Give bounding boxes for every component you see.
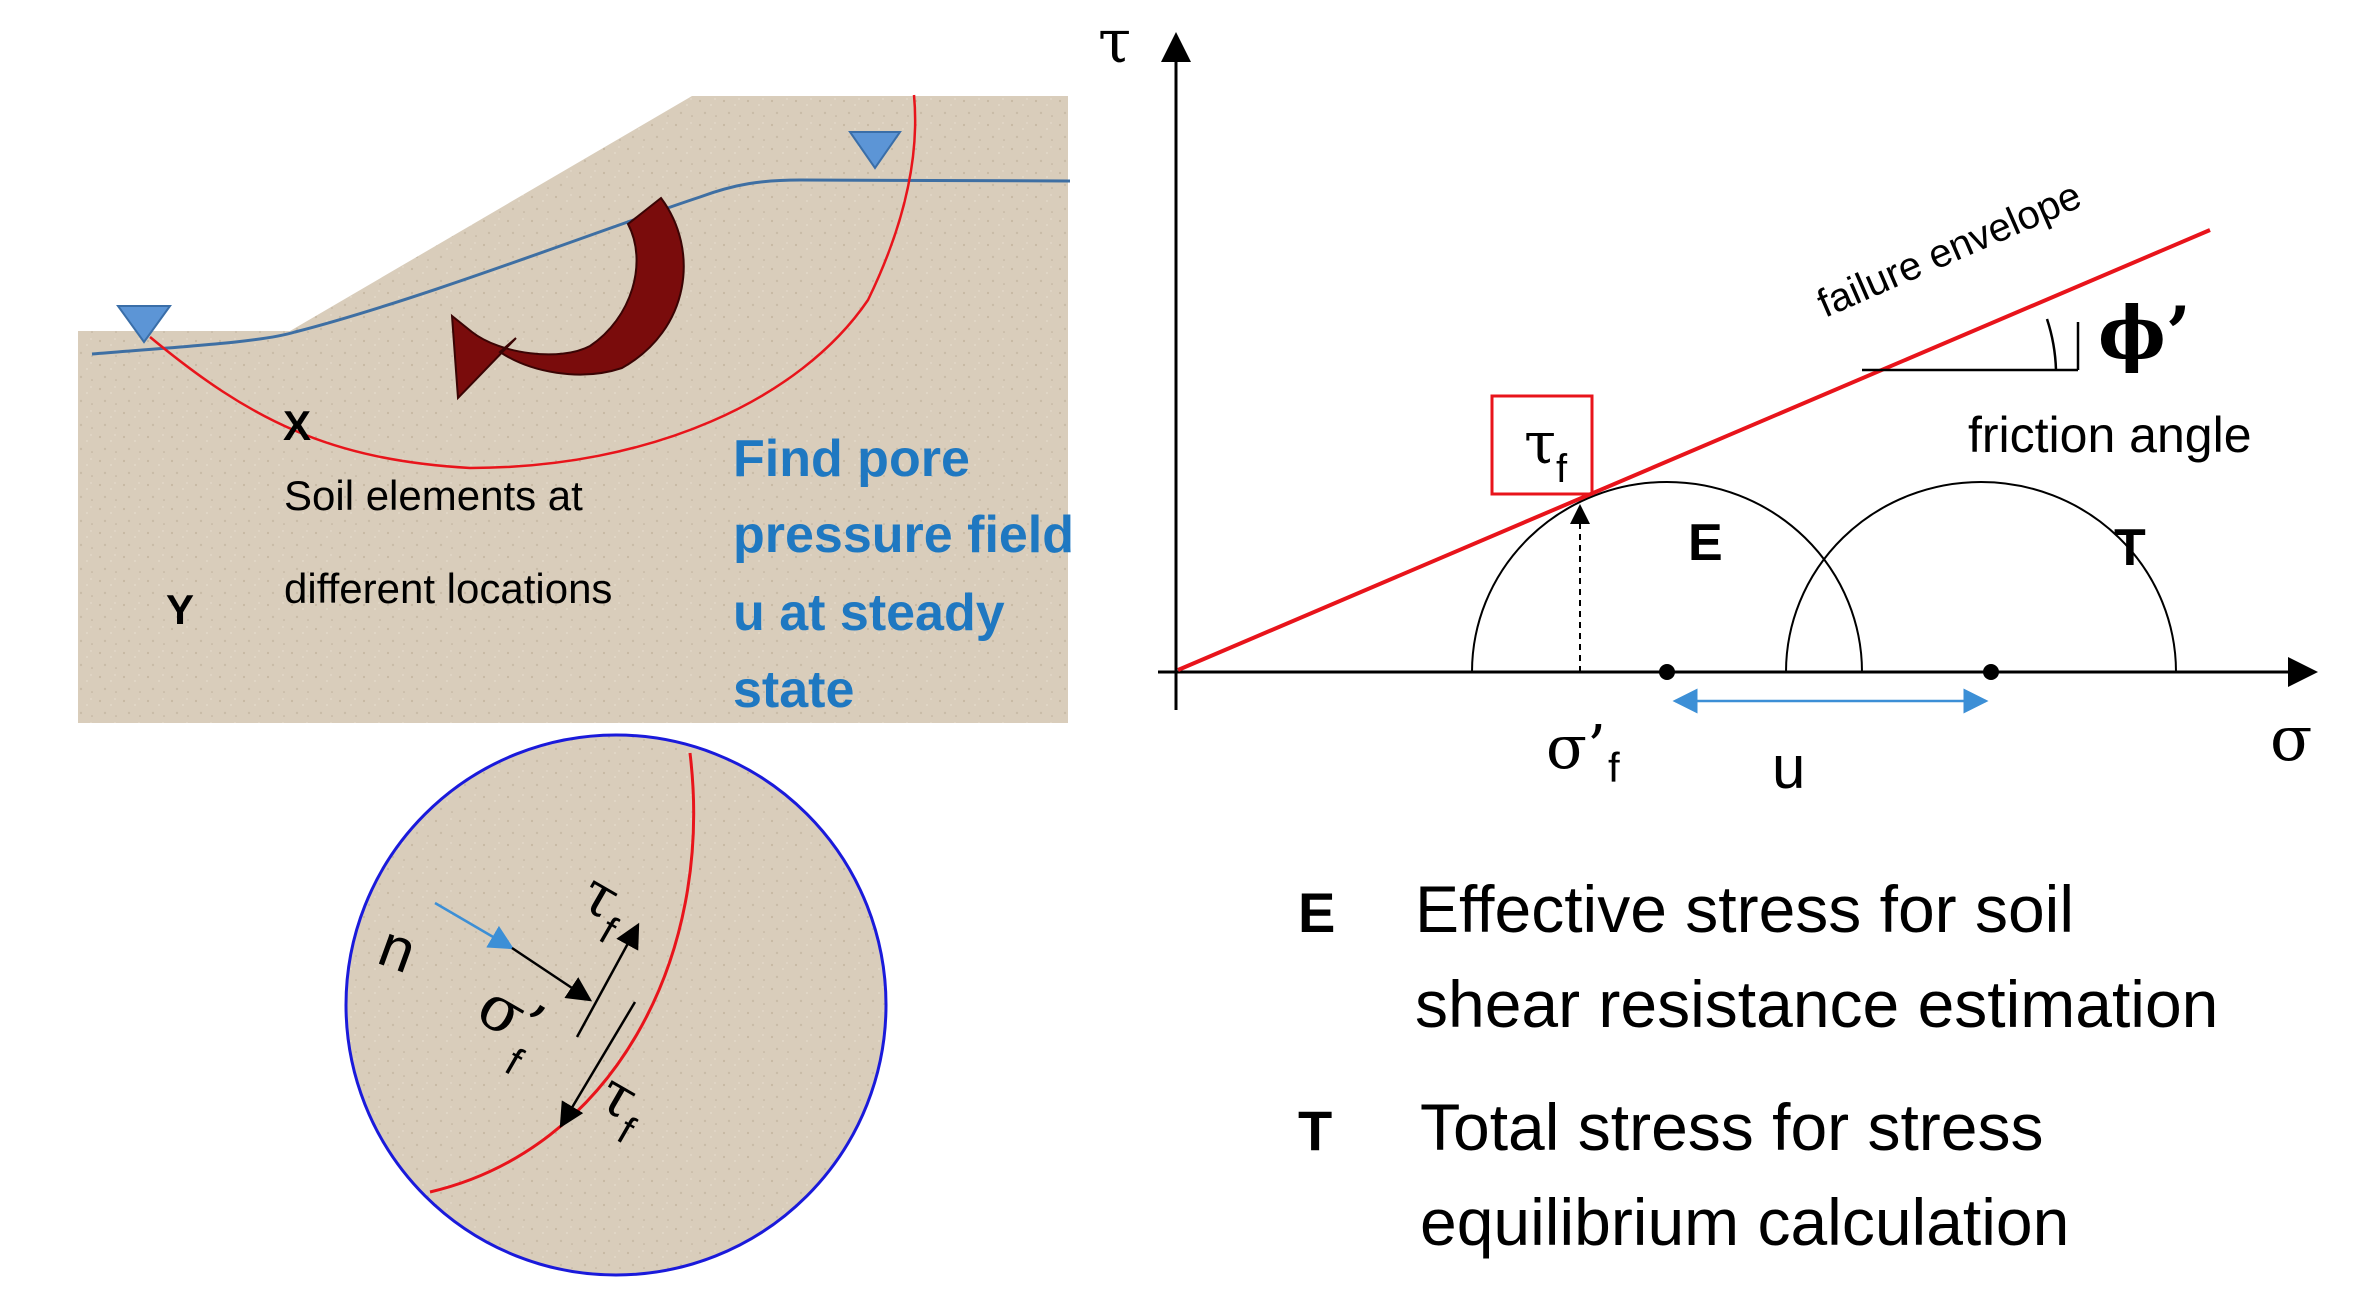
legend-e-key: E (1298, 881, 1335, 944)
tau-f-box (1490, 394, 1594, 496)
failure-envelope (1177, 228, 2211, 672)
mohr-circle-t (1785, 481, 2177, 673)
legend-t-key: T (1298, 1099, 1332, 1162)
find-line-1: Find pore (733, 430, 970, 488)
friction-angle-label: friction angle (1968, 407, 2252, 463)
center-point-t (1983, 664, 1999, 680)
soil-element-panel: u σ’ f τ f τ f (344, 733, 888, 1277)
find-line-3: u at steady (733, 584, 1005, 642)
tau-f-main: τ (1524, 409, 1556, 477)
friction-angle-arc (2045, 318, 2058, 371)
soil-element-border (344, 733, 888, 1277)
water-level-marker-left (116, 305, 172, 344)
mohr-circle-e (1471, 481, 1863, 673)
sigma-axis-label: σ (2270, 702, 2312, 775)
legend-t-line2: equilibrium calculation (1420, 1185, 2069, 1259)
legend-e-line1: Effective stress for soil (1415, 872, 2074, 946)
pore-pressure-arrow (434, 901, 515, 950)
stress-legend: E Effective stress for soil shear resist… (1298, 872, 2218, 1259)
water-level-marker-right (848, 131, 902, 170)
find-line-4: state (733, 661, 854, 719)
slope-panel: X Y Soil elements at different locations… (78, 94, 1074, 723)
sigma-f-main: σ’ (1546, 713, 1606, 783)
point-y-label: Y (166, 586, 194, 633)
shear-arrow-up (575, 922, 640, 1038)
phi-label: ϕ’ (2098, 290, 2191, 375)
find-pore-pressure-text: Find pore pressure field u at steady sta… (733, 430, 1074, 719)
water-table-line (91, 178, 1071, 356)
tau-axis-label: τ (1098, 7, 1131, 77)
mohr-diagram: τ σ failure envelope ϕ’ friction angle τ… (1098, 7, 2318, 801)
center-point-e (1659, 664, 1675, 680)
failure-envelope-label: failure envelope (1811, 173, 2088, 326)
soil-element-fill (346, 735, 886, 1275)
element-slip-surface (429, 752, 696, 1194)
circle-e-label: E (1688, 514, 1723, 572)
u-label: u (1772, 734, 1805, 801)
normal-stress-arrow (511, 946, 593, 1002)
shear-arrow-down (559, 1001, 637, 1129)
soil-elements-text-line1: Soil elements at (284, 472, 583, 519)
slip-surface (149, 94, 917, 470)
soil-body (78, 96, 1068, 723)
find-line-2: pressure field (733, 506, 1074, 564)
soil-elements-text-line2: different locations (284, 565, 612, 612)
circle-t-label: T (2114, 519, 2146, 577)
rotation-arrow (450, 196, 685, 401)
sigma-f-sub: f (1608, 744, 1620, 791)
tau-f-sub: f (1556, 447, 1568, 491)
legend-e-line2: shear resistance estimation (1415, 967, 2218, 1041)
legend-t-line1: Total stress for stress (1420, 1090, 2044, 1164)
point-x-label: X (283, 402, 311, 449)
